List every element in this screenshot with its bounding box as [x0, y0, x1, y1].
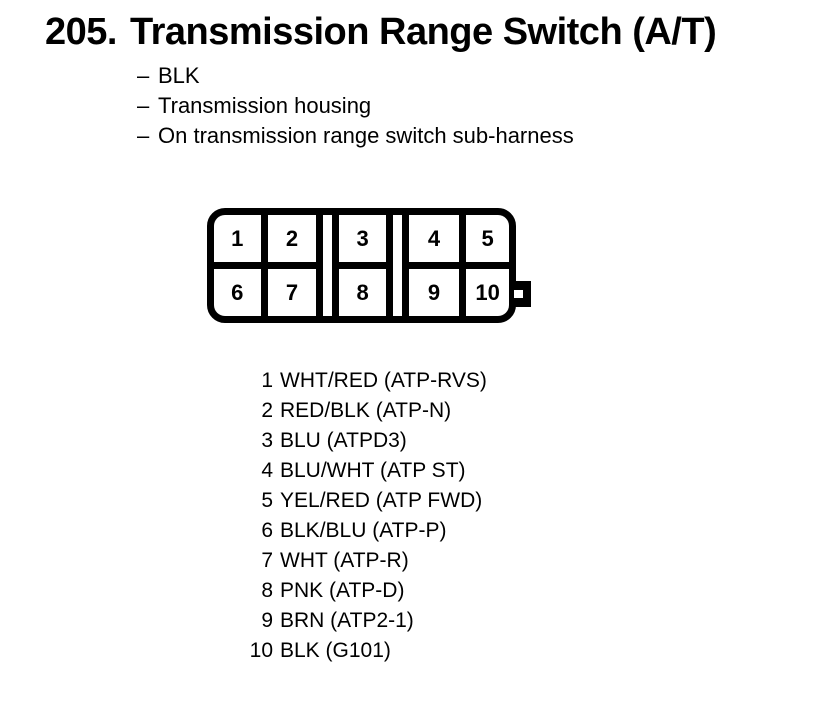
- connector-cavity-7: 7: [267, 269, 317, 316]
- note-text: BLK: [158, 63, 200, 88]
- pin-row: 4 BLU/WHT (ATP ST): [240, 456, 487, 486]
- pin-label: BLU/WHT (ATP ST): [280, 459, 466, 482]
- connector-diagram: 1 2 3 4 5 6 7 8 9 10: [207, 208, 516, 323]
- connector-slot: [323, 215, 333, 316]
- connector-cavity-2: 2: [267, 215, 317, 262]
- pin-row: 8 PNK (ATP-D): [240, 576, 487, 606]
- pin-row: 1 WHT/RED (ATP-RVS): [240, 366, 487, 396]
- pin-row: 5 YEL/RED (ATP FWD): [240, 486, 487, 516]
- pin-number: 6: [261, 519, 273, 542]
- connector-cavity-6: 6: [214, 269, 261, 316]
- notes-list: – BLK – Transmission housing – On transm…: [137, 61, 574, 151]
- connector-cavity-1: 1: [214, 215, 261, 262]
- pin-number: 10: [249, 639, 273, 662]
- pin-number: 3: [261, 429, 273, 452]
- connector-cavity-10: 10: [466, 269, 509, 316]
- pin-label: YEL/RED (ATP FWD): [280, 489, 483, 512]
- connector-cavity-8: 8: [339, 269, 386, 316]
- dash-bullet: –: [137, 93, 150, 118]
- pin-label: BLU (ATPD3): [280, 429, 407, 452]
- lock-tab-notch: [514, 290, 523, 298]
- pin-row: 6 BLK/BLU (ATP-P): [240, 516, 487, 546]
- connector-cavity-4: 4: [408, 215, 460, 262]
- connector-grid: 1 2 3 4 5 6 7 8 9 10: [214, 215, 509, 316]
- connector-cavity-5: 5: [466, 215, 509, 262]
- figure-number: 205.: [45, 11, 117, 53]
- pin-label: WHT (ATP-R): [280, 549, 409, 572]
- note-text: On transmission range switch sub-harness: [158, 123, 574, 148]
- pin-label: PNK (ATP-D): [280, 579, 405, 602]
- pin-label: BLK/BLU (ATP-P): [280, 519, 447, 542]
- figure-title: Transmission Range Switch (A/T): [129, 11, 717, 53]
- pin-label: BRN (ATP2-1): [280, 609, 414, 632]
- pin-number: 2: [261, 399, 273, 422]
- pin-label: WHT/RED (ATP-RVS): [280, 369, 487, 392]
- pin-label: BLK (G101): [280, 639, 391, 662]
- pin-row: 2 RED/BLK (ATP-N): [240, 396, 487, 426]
- connector-slot: [392, 215, 402, 316]
- connector-lock-tab: [514, 281, 531, 307]
- pin-row: 3 BLU (ATPD3): [240, 426, 487, 456]
- pin-number: 5: [261, 489, 273, 512]
- connector-cavity-9: 9: [408, 269, 460, 316]
- note-item: – On transmission range switch sub-harne…: [137, 121, 574, 151]
- pin-number: 7: [261, 549, 273, 572]
- pin-number: 4: [261, 459, 273, 482]
- pin-number: 1: [261, 369, 273, 392]
- pin-number: 9: [261, 609, 273, 632]
- pin-row: 10 BLK (G101): [240, 636, 487, 666]
- figure-heading: 205. Transmission Range Switch (A/T): [45, 10, 717, 54]
- dash-bullet: –: [137, 123, 150, 148]
- note-item: – BLK: [137, 61, 574, 91]
- note-text: Transmission housing: [158, 93, 372, 118]
- note-item: – Transmission housing: [137, 91, 574, 121]
- connector-cavity-3: 3: [339, 215, 386, 262]
- pin-legend: 1 WHT/RED (ATP-RVS) 2 RED/BLK (ATP-N) 3 …: [240, 366, 487, 666]
- dash-bullet: –: [137, 63, 150, 88]
- pin-row: 9 BRN (ATP2-1): [240, 606, 487, 636]
- pin-row: 7 WHT (ATP-R): [240, 546, 487, 576]
- pin-label: RED/BLK (ATP-N): [280, 399, 452, 422]
- pin-number: 8: [261, 579, 273, 602]
